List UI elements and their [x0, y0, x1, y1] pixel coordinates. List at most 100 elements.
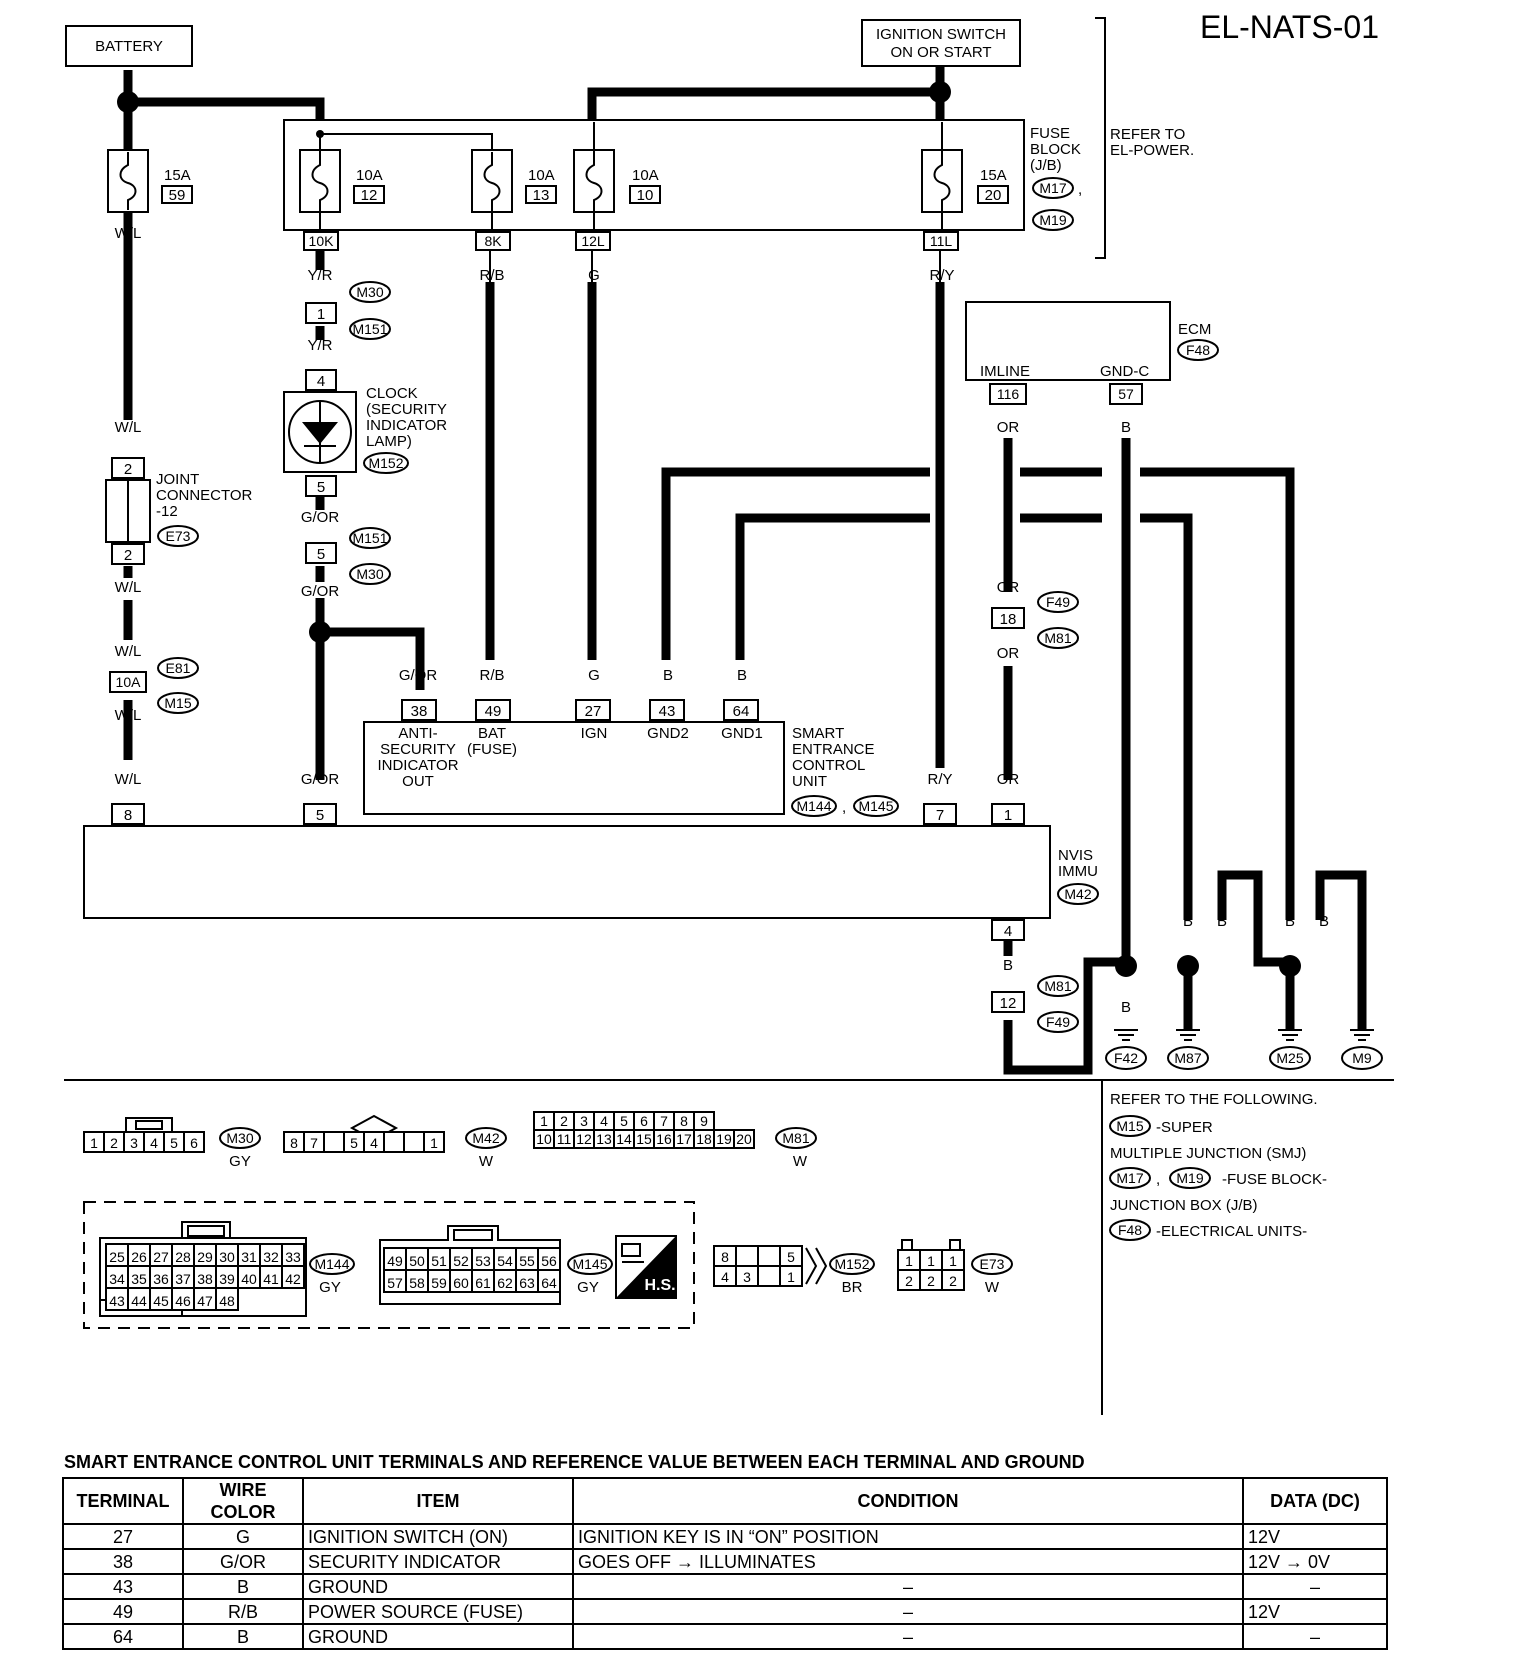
refer-to-2: EL-POWER.: [1110, 142, 1194, 159]
connector-tag-m151: [349, 318, 391, 340]
wire-yr-1: Y/R: [307, 267, 332, 284]
refer-smj: MULTIPLE JUNCTION (SMJ): [1110, 1145, 1306, 1162]
wire-color-cell: B: [182, 1623, 304, 1650]
refer-tag-f48: [1109, 1219, 1151, 1241]
svg-text:59: 59: [169, 187, 186, 204]
cv-m144c-pin: 45: [153, 1293, 169, 1309]
svg-text:M25: M25: [1276, 1050, 1303, 1066]
svg-text:F49: F49: [1046, 594, 1070, 610]
secu-anti-3: INDICATOR: [377, 757, 458, 774]
svg-text:M145: M145: [572, 1256, 607, 1272]
col-data-dc: DATA (DC): [1242, 1477, 1388, 1525]
cv-m42-pin: 7: [310, 1135, 318, 1151]
svg-text:,: ,: [1156, 1171, 1160, 1188]
ignition-label-2: ON OR START: [890, 44, 991, 61]
connector-tag-f49-b: [1037, 1011, 1079, 1033]
data-cell: –: [1242, 1623, 1388, 1650]
pin-joint-2a: [111, 457, 145, 479]
cv-m30-pin: 4: [150, 1135, 158, 1151]
cv-m152-cell: [757, 1245, 781, 1267]
svg-text:B: B: [1319, 913, 1329, 930]
cv-m144-pin: 41: [263, 1271, 279, 1287]
svg-text:M15: M15: [164, 695, 191, 711]
battery-box: [65, 25, 193, 67]
item-cell: POWER SOURCE (FUSE): [302, 1598, 574, 1625]
splice-dots: [117, 81, 1301, 977]
svg-text:M9: M9: [1352, 1050, 1372, 1066]
cv-m42-cell: [323, 1131, 345, 1153]
secu-pins: 38 49 27 43 64: [401, 699, 759, 721]
ignition-switch-box: [861, 19, 1021, 67]
cv-m144-pin: 36: [153, 1271, 169, 1287]
cv-m152-cell: [757, 1265, 781, 1287]
condition-cell: –: [572, 1623, 1244, 1650]
wire-gor-2: G/OR: [301, 583, 340, 600]
cv-m30-pin: 3: [130, 1135, 138, 1151]
cv-m152-pin: 4: [721, 1269, 729, 1285]
svg-text:E73: E73: [980, 1256, 1005, 1272]
svg-text:B: B: [1253, 913, 1263, 930]
svg-text:43: 43: [659, 703, 676, 720]
secu-gnd2: GND2: [647, 725, 689, 742]
connector-tag-m30-b: [349, 563, 391, 585]
refer-tag-m19: [1169, 1167, 1211, 1189]
cv-m81b-pin: 19: [716, 1131, 732, 1147]
fuse-terminals: 10K 8K 12L 11L: [303, 231, 959, 282]
refer-m15-text: -SUPER: [1156, 1119, 1213, 1136]
connector-tag-m151-b: [349, 527, 391, 549]
cv-m42-pin: 4: [370, 1135, 378, 1151]
item-cell: GROUND: [302, 1623, 574, 1650]
wire-b-nvis-1: B: [1003, 957, 1013, 974]
cv-tag-m145: [567, 1253, 613, 1275]
cv-color-m81: W: [793, 1153, 808, 1170]
wire-ry-1: R/Y: [929, 267, 954, 284]
svg-text:F48: F48: [1186, 342, 1210, 358]
harness-connector-group: [83, 1201, 695, 1329]
cv-color-m30: GY: [229, 1153, 251, 1170]
cv-m81-pin: 5: [620, 1113, 628, 1129]
cv-m144-cell: [281, 1265, 305, 1289]
svg-text:B: B: [1357, 913, 1367, 930]
svg-text:10A: 10A: [116, 674, 142, 690]
ground-m25: M25: [1269, 1029, 1311, 1070]
svg-text:13: 13: [533, 187, 550, 204]
col-condition: CONDITION: [572, 1477, 1244, 1525]
cv-m81-pin: 8: [680, 1113, 688, 1129]
wire-g-2: G: [588, 667, 600, 684]
wire-rb-2: R/B: [479, 667, 504, 684]
fuse-10: 10A 10: [573, 122, 661, 232]
connector-m19-text: M19: [1039, 212, 1066, 228]
cv-m42-cell: [423, 1131, 445, 1153]
connector-tag-f49: [1037, 591, 1079, 613]
data-cell: 12V: [1242, 1523, 1388, 1550]
wiring-diagram: EL-NATS-01 BATTERY IGNITION SWITCH ON OR…: [64, 9, 1394, 1415]
diagram-title: EL-NATS-01: [1200, 9, 1379, 45]
svg-text:5: 5: [316, 807, 324, 824]
cv-m145-pin: 57: [387, 1275, 403, 1291]
svg-text:20: 20: [985, 187, 1002, 204]
svg-text:10: 10: [637, 187, 654, 204]
cv-m144-pin: 29: [197, 1249, 213, 1265]
cv-m144-pin: 33: [285, 1249, 301, 1265]
wire-color-cell: G: [182, 1523, 304, 1550]
nvis-immu-box: [83, 825, 1051, 919]
ecm-gndc: GND-C: [1100, 363, 1149, 380]
svg-text:11L: 11L: [930, 233, 953, 249]
svg-text:M152: M152: [834, 1256, 869, 1272]
svg-text:10K: 10K: [309, 233, 335, 249]
col-terminal: TERMINAL: [62, 1477, 184, 1525]
secu-label-4: UNIT: [792, 773, 827, 790]
wire-color-cell: R/B: [182, 1598, 304, 1625]
svg-text:,: ,: [1078, 181, 1082, 198]
cv-m81-pin: 9: [700, 1113, 708, 1129]
wire-color-cell: G/OR: [182, 1548, 304, 1575]
cv-m81b-pin: 13: [596, 1131, 612, 1147]
cv-m144-pin: 34: [109, 1271, 125, 1287]
connector-tag-m42: [1057, 883, 1099, 905]
svg-text:F42: F42: [1114, 1050, 1138, 1066]
